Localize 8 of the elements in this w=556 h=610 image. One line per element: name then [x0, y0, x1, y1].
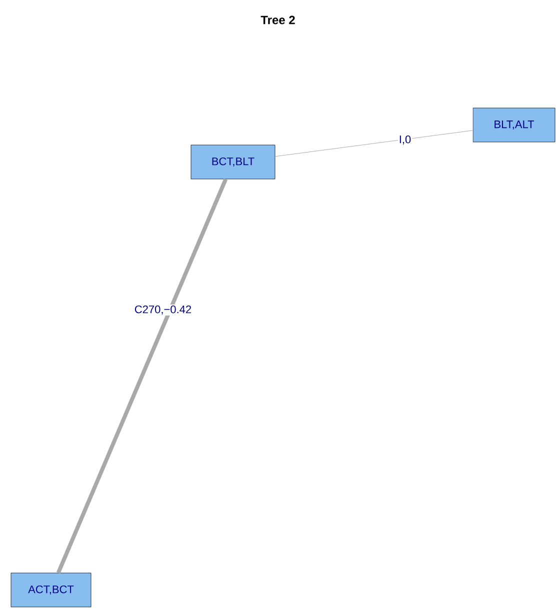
connector-line — [56, 178, 228, 574]
title: Tree 2 — [260, 16, 295, 24]
node-box: ACT,BCT — [10, 572, 92, 608]
edge-label: C270,−0.42 — [133, 304, 193, 316]
node-box: BLT,ALT — [472, 108, 556, 142]
edge-label: I,0 — [398, 134, 412, 146]
node-box: BCT,BLT — [190, 144, 276, 180]
connector-line — [274, 130, 474, 157]
